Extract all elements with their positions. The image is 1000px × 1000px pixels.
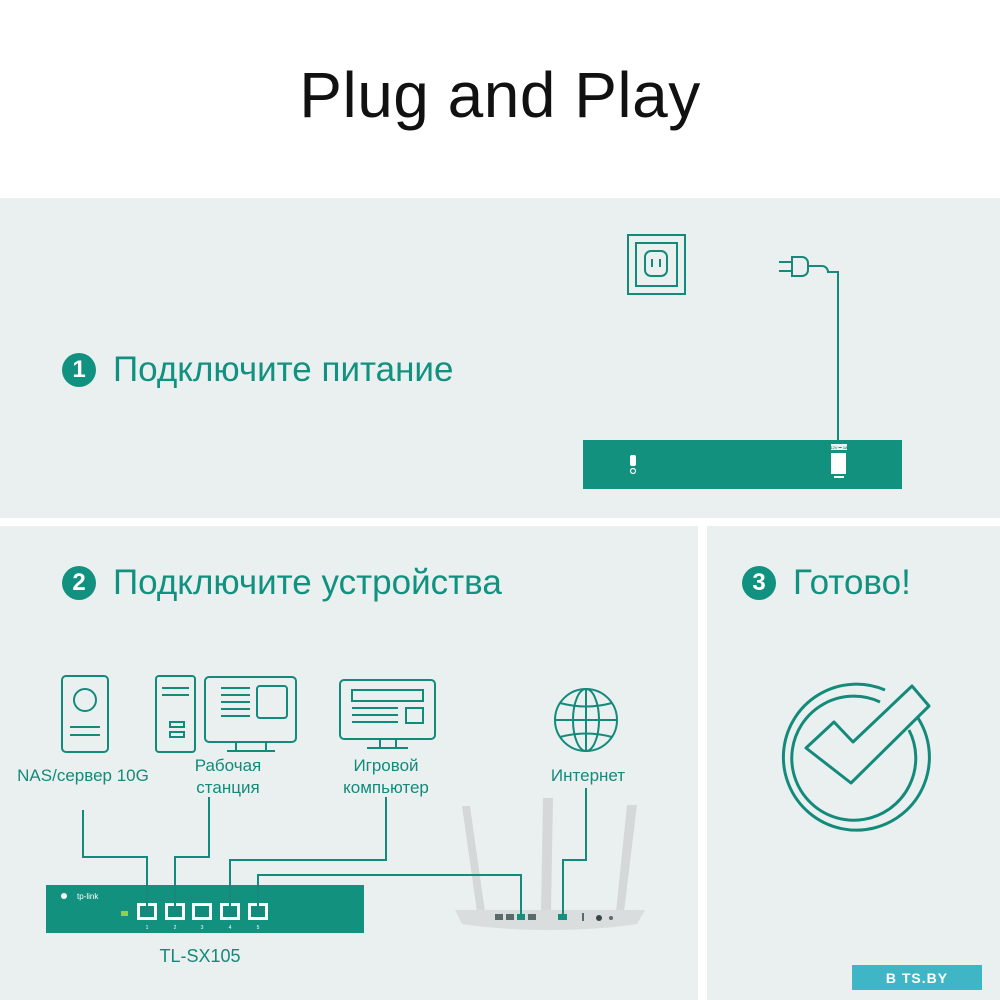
port-4-label: 4 [229,925,232,931]
switch-rear-icon [583,440,902,489]
nas-icon [61,675,109,753]
step-1-text: Подключите питание [113,350,454,389]
router-icon [455,798,645,930]
step-1-badge: 1 [62,353,96,387]
step-3-text: Готово! [793,563,911,602]
power-plug-icon [779,256,839,440]
nas-label: NAS/сервер 10G [17,766,149,785]
step-done-panel [707,526,1000,1000]
power-rating-label: 12V ⎓ 1A [830,445,848,450]
step-1-heading: 1 Подключите питание [62,350,453,390]
internet-label: Интернет [550,766,626,785]
gaming-label-line1: Игровой [353,756,419,775]
watermark: B TS.BY [852,965,982,990]
step-2-heading: 2 Подключите устройства [62,563,502,603]
step-2-text: Подключите устройства [113,563,502,602]
step-3-heading: 3 Готово! [742,563,911,603]
workstation-label-line2: станция [196,778,260,797]
gaming-label-line2: компьютер [343,778,429,797]
globe-icon [554,688,618,752]
switch-icon [46,885,364,933]
workstation-icon [155,675,297,753]
port-5-label: 5 [257,925,260,931]
switch-model-label: TL-SX105 [159,946,241,966]
port-3-label: 3 [201,925,204,931]
step-2-badge: 2 [62,566,96,600]
port-2-label: 2 [174,925,177,931]
gaming-pc-icon [339,679,436,749]
power-outlet-icon [627,234,686,295]
page-title: Plug and Play [299,59,701,131]
brand-logo-dot [61,893,67,899]
workstation-label-line1: Рабочая [194,756,262,775]
port-1-label: 1 [146,925,149,931]
step-3-badge: 3 [742,566,776,600]
checkmark-icon [781,682,931,832]
cables [82,788,587,914]
switch-brand-logo: tp-link [77,892,99,901]
